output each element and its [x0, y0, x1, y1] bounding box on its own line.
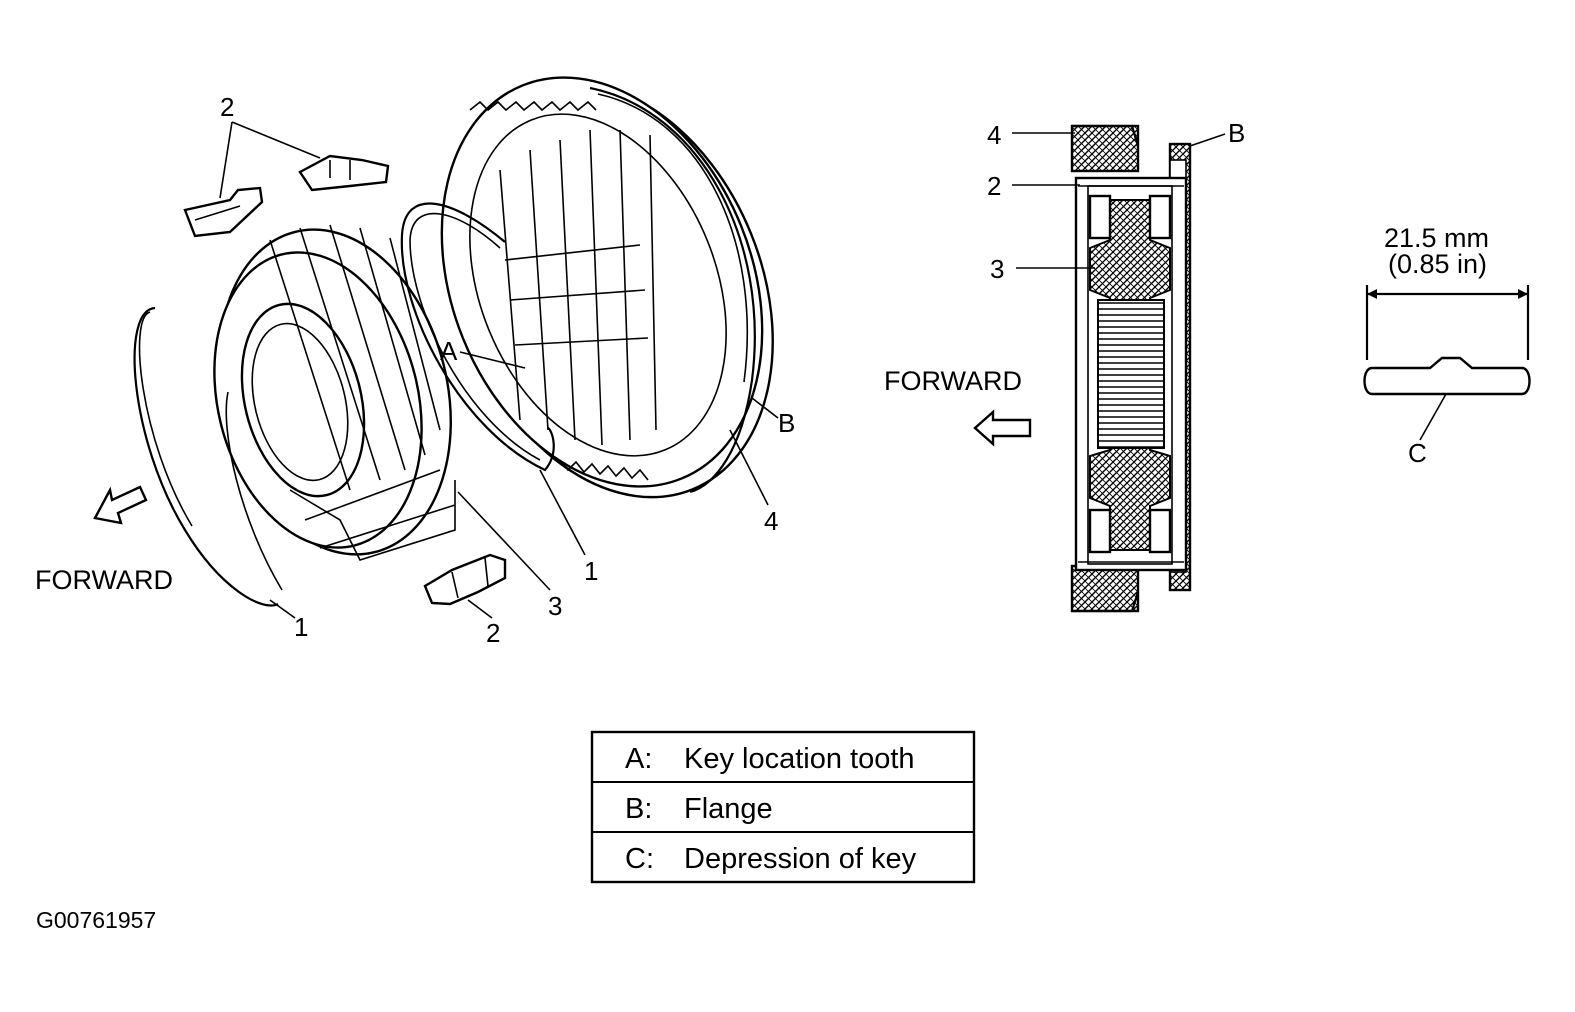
callout-2-bottom: 2 [486, 618, 500, 648]
callout-leaders-section [1012, 132, 1226, 269]
callout-2-top: 2 [220, 92, 234, 122]
callout-4: 4 [764, 506, 778, 536]
synchronizer-sleeve [440, 76, 774, 499]
section-view: FORWARD 4 B 2 3 [884, 118, 1245, 613]
key-callout-c: C [1408, 438, 1427, 468]
key-profile [1363, 356, 1531, 396]
callout-3: 3 [548, 591, 562, 621]
figure-code: G00761957 [36, 907, 156, 933]
legend-row: B: Flange [625, 793, 773, 825]
legend-text: Flange [684, 793, 773, 825]
legend-row: A: Key location tooth [625, 743, 915, 775]
legend-key: A: [625, 743, 652, 775]
key-dimension-mm: 21.5 mm [1384, 223, 1489, 253]
legend-text: Key location tooth [684, 743, 915, 775]
legend-key: C: [625, 843, 654, 875]
synchronizer-hub [213, 224, 456, 561]
callout-1-mid: 1 [584, 556, 598, 586]
callout-1-left: 1 [294, 612, 308, 642]
retaining-ring-mid [400, 202, 555, 472]
legend-table: A: Key location tooth B: Flange C: Depre… [590, 730, 976, 884]
key-dimension-in: (0.85 in) [1388, 249, 1487, 279]
section-callout-2: 2 [987, 171, 1001, 201]
callout-a: A [440, 336, 458, 366]
key-detail: 21.5 mm (0.85 in) C [1363, 223, 1531, 468]
legend-key: B: [625, 793, 652, 825]
synchronizer-key-top-right [298, 154, 390, 192]
exploded-view: FORWARD 2 A B 4 1 3 2 1 [35, 76, 795, 648]
forward-arrow-left-icon [93, 485, 148, 525]
legend-row: C: Depression of key [625, 843, 917, 875]
synchronizer-key-top-left [183, 186, 264, 238]
section-callout-3: 3 [990, 254, 1004, 284]
section-callout-b: B [1228, 118, 1245, 148]
forward-label-left: FORWARD [35, 565, 173, 595]
retaining-ring-left [133, 306, 279, 607]
forward-label-section: FORWARD [884, 366, 1022, 396]
legend-text: Depression of key [684, 843, 917, 875]
callout-leaders-left [219, 121, 779, 619]
callout-b: B [778, 408, 795, 438]
forward-arrow-section-icon [973, 409, 1032, 447]
synchronizer-key-bottom [423, 553, 507, 606]
section-callout-4: 4 [987, 120, 1001, 150]
